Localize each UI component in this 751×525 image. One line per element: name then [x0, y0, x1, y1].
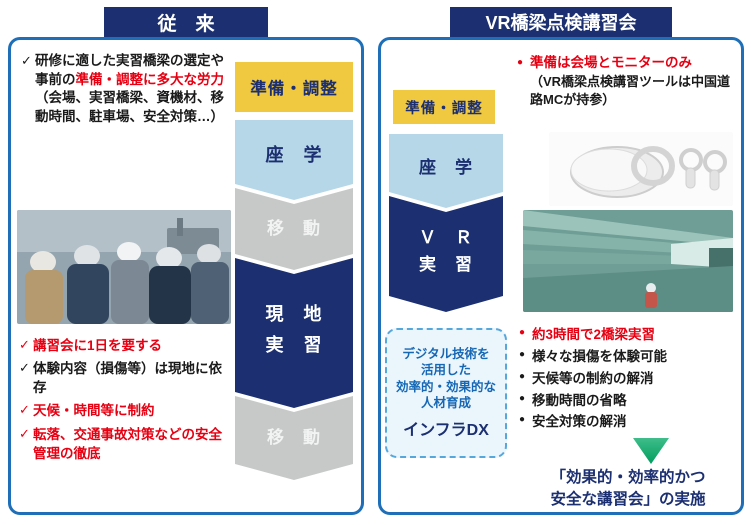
vr-headset-photo — [549, 132, 733, 206]
bullet-icon: ● — [519, 370, 526, 382]
note-text-black: 研修に適した実習橋梁の選定や事前の — [35, 53, 224, 87]
conventional-top-note: ✓ 研修に適した実習橋梁の選定や事前の準備・調整に多大な労力 （会場、実習橋梁、… — [21, 52, 235, 127]
issue-item: ✓ 講習会に1日を要する — [19, 336, 233, 355]
vr-note-headline: ● 準備は会場とモニターのみ — [517, 54, 739, 73]
flow-step-move-2: 移 動 — [235, 396, 353, 480]
issue-item: ✓ 天候・時間等に制約 — [19, 401, 233, 420]
vr-bridge-view-photo — [523, 210, 733, 312]
onsite-training-photo — [17, 210, 231, 324]
benefit-item: ● 様々な損傷を体験可能 — [519, 346, 741, 368]
vr-note-paren: （VR橋梁点検講習ツールは中国道路MCが持参） — [530, 73, 731, 108]
check-icon: ✓ — [19, 360, 30, 376]
panel-vr-training: 準備・調整 座 学 Ｖ Ｒ 実 習 デジタル技術を 活用した 効率的・効果的な … — [378, 37, 744, 515]
flow-step-move-1: 移 動 — [235, 188, 353, 270]
flow-step-lecture: 座 学 — [235, 120, 353, 200]
infra-dx-description: デジタル技術を 活用した 効率的・効果的な 人材育成 — [395, 347, 496, 410]
check-icon: ✓ — [21, 53, 32, 68]
benefit-text: 様々な損傷を体験可能 — [532, 348, 667, 364]
right-panel-title: VR橋梁点検講習会 — [450, 7, 672, 37]
check-icon: ✓ — [19, 425, 30, 441]
note-text-paren: （会場、実習橋梁、資機材、移動時間、駐車場、安全対策…） — [35, 90, 224, 124]
vr-conclusion: 「効果的・効率的かつ 安全な講習会」の実施 — [550, 469, 706, 508]
bullet-icon: ● — [519, 392, 526, 404]
issue-text: 体験内容（損傷等）は現地に依存 — [33, 361, 222, 396]
vr-note-headline-text: 準備は会場とモニターのみ — [530, 55, 692, 70]
benefit-item: ● 約3時間で2橋梁実習 — [519, 324, 741, 346]
issue-item: ✓ 体験内容（損傷等）は現地に依存 — [19, 359, 233, 397]
conventional-top-note-text: 研修に適した実習橋梁の選定や事前の準備・調整に多大な労力 （会場、実習橋梁、資機… — [35, 52, 235, 127]
vr-benefits-list: ● 約3時間で2橋梁実習 ● 様々な損傷を体験可能 ● 天候等の制約の解消 ● … — [519, 324, 741, 433]
flow-step-vr-practice: Ｖ Ｒ 実 習 — [389, 196, 503, 312]
infra-dx-box: デジタル技術を 活用した 効率的・効果的な 人材育成 インフラDX — [385, 328, 507, 458]
left-panel-title: 従 来 — [104, 7, 268, 37]
benefit-text: 安全対策の解消 — [532, 414, 627, 430]
note-text-red: 準備・調整に多大な労力 — [75, 71, 225, 87]
bullet-icon: ● — [517, 57, 524, 68]
benefit-item: ● 移動時間の省略 — [519, 390, 741, 412]
onsite-training-photo-graphic — [17, 210, 231, 324]
conventional-issues-list: ✓ 講習会に1日を要する ✓ 体験内容（損傷等）は現地に依存 ✓ 天候・時間等に… — [19, 336, 233, 467]
benefit-text: 約3時間で2橋梁実習 — [532, 327, 656, 342]
issue-item: ✓ 転落、交通事故対策などの安全管理の徹底 — [19, 425, 233, 463]
flow-step-lecture: 座 学 — [389, 134, 503, 208]
check-icon: ✓ — [19, 402, 30, 418]
issue-text: 講習会に1日を要する — [33, 338, 163, 353]
vr-headset-graphic — [549, 132, 733, 206]
benefit-item: ● 天候等の制約の解消 — [519, 368, 741, 390]
benefit-text: 天候等の制約の解消 — [532, 370, 654, 386]
bullet-icon: ● — [519, 348, 526, 360]
panel-conventional: ✓ 研修に適した実習橋梁の選定や事前の準備・調整に多大な労力 （会場、実習橋梁、… — [8, 37, 364, 515]
benefit-text: 移動時間の省略 — [532, 392, 627, 408]
down-arrow-icon — [633, 438, 669, 464]
issue-text: 転落、交通事故対策などの安全管理の徹底 — [33, 426, 222, 461]
flow-step-preparation: 準備・調整 — [235, 62, 353, 112]
benefit-item: ● 安全対策の解消 — [519, 411, 741, 433]
flow-step-preparation: 準備・調整 — [393, 90, 495, 124]
vr-bridge-view-graphic — [523, 210, 733, 312]
infra-dx-label: インフラDX — [403, 422, 489, 439]
bullet-icon: ● — [519, 414, 526, 426]
issue-text: 天候・時間等に制約 — [33, 403, 155, 419]
flow-step-onsite-practice: 現 地 実 習 — [235, 258, 353, 408]
check-icon: ✓ — [19, 337, 30, 352]
bullet-icon: ● — [519, 327, 526, 338]
vr-top-note: ● 準備は会場とモニターのみ （VR橋梁点検講習ツールは中国道路MCが持参） — [517, 54, 739, 109]
